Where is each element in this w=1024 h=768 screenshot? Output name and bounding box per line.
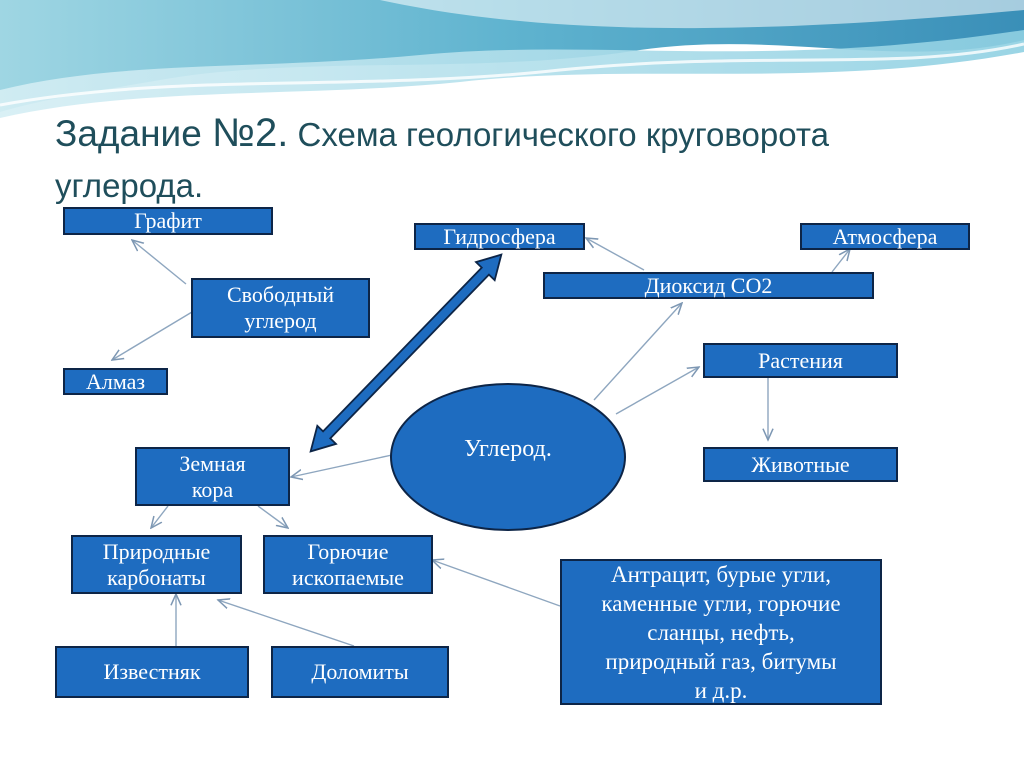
arrow-free-carbon-to-graphite: [132, 240, 187, 285]
arrow-carbon-to-earth-crust: [291, 454, 393, 477]
node-co2: Диоксид СО2: [543, 272, 874, 299]
title-text: Схема геологического круговорота углерод…: [55, 116, 829, 204]
node-natural-carbonates: Природные карбонаты: [71, 535, 242, 594]
node-animals: Животные: [703, 447, 898, 482]
node-hydrosphere: Гидросфера: [414, 223, 585, 250]
arrow-carbon-to-co2: [593, 303, 682, 401]
node-free-carbon: Свободный углерод: [191, 278, 370, 338]
node-limestone: Известняк: [55, 646, 249, 698]
arrow-crust-to-carbonates: [151, 505, 169, 528]
arrow-crust-to-fuels: [257, 505, 288, 528]
arrow-carbon-to-plants: [615, 367, 699, 415]
node-plants: Растения: [703, 343, 898, 378]
node-graphite: Графит: [63, 207, 273, 235]
node-carbon-label: Углерод.: [464, 435, 552, 462]
title-prefix: Задание: [55, 113, 213, 154]
node-atmosphere: Атмосфера: [800, 223, 970, 250]
node-earth-crust: Земная кора: [135, 447, 290, 506]
node-diamond: Алмаз: [63, 368, 168, 395]
arrow-fuel-types-to-fuels: [432, 560, 561, 607]
node-carbon: Углерод.: [390, 383, 626, 531]
node-fossil-fuels: Горючие ископаемые: [263, 535, 433, 594]
header-waves: [0, 0, 1024, 118]
title-number: №2.: [212, 111, 289, 155]
arrow-free-carbon-to-diamond: [112, 311, 193, 360]
slide-title: Задание №2. Схема геологического кругово…: [55, 108, 955, 211]
node-fuel-types: Антрацит, бурые угли, каменные угли, гор…: [560, 559, 882, 705]
arrow-co2-to-hydrosphere: [586, 238, 645, 271]
double-arrow-hydrosphere-crust: [309, 253, 503, 453]
node-dolomites: Доломиты: [271, 646, 449, 698]
arrow-co2-to-atmosphere: [831, 249, 850, 273]
arrow-dolomites-to-carbonates: [218, 600, 355, 647]
